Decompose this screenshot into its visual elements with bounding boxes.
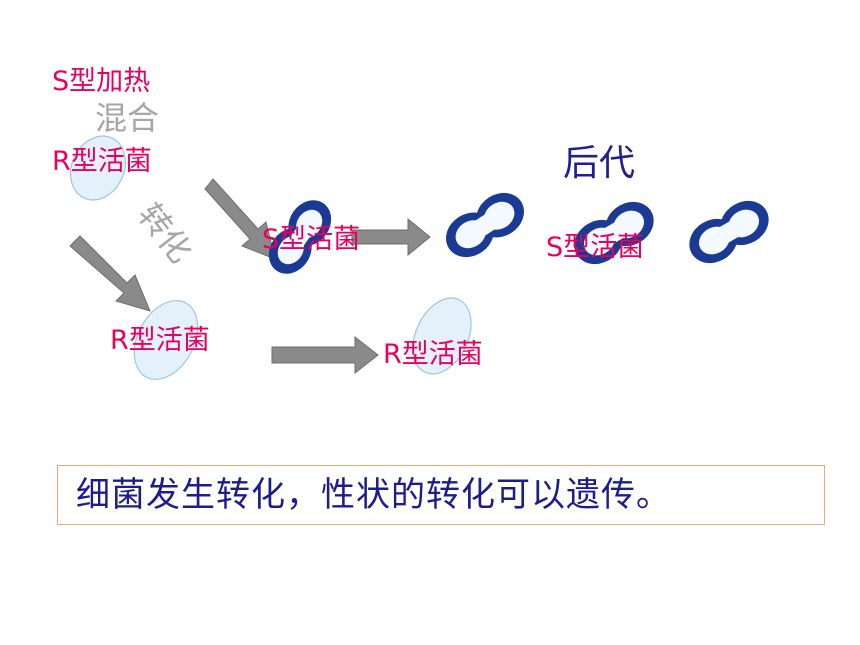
r-cell-middle (133, 300, 199, 380)
r-live-middle-label: R型活菌 (110, 325, 210, 356)
r-cell-top (70, 135, 126, 201)
s-cell-offspring-1 (446, 192, 524, 258)
arrow-to-offspring (351, 217, 431, 257)
r-live-top-label: R型活菌 (52, 146, 152, 177)
s-live-converted-label: S型活菌 (262, 224, 361, 255)
r-live-right-label: R型活菌 (383, 339, 483, 370)
r-cell-right (412, 297, 472, 375)
s-cell-offspring-3 (689, 200, 769, 264)
arrow-r-proliferation (271, 335, 379, 375)
s-cell-offspring-2 (574, 201, 654, 265)
conclusion-text: 细菌发生转化，性状的转化可以遗传。 (76, 475, 671, 515)
arrow-diagonal-upper (204, 178, 276, 260)
mix-label: 混合 (95, 99, 160, 137)
s-live-offspring-label: S型活菌 (546, 232, 645, 263)
offspring-label: 后代 (563, 143, 636, 184)
conclusion-box: 细菌发生转化，性状的转化可以遗传。 (57, 465, 825, 525)
arrow-diagonal-lower (69, 235, 151, 312)
s-heated-label: S型加热 (52, 66, 151, 97)
s-cell-converted (268, 200, 332, 274)
